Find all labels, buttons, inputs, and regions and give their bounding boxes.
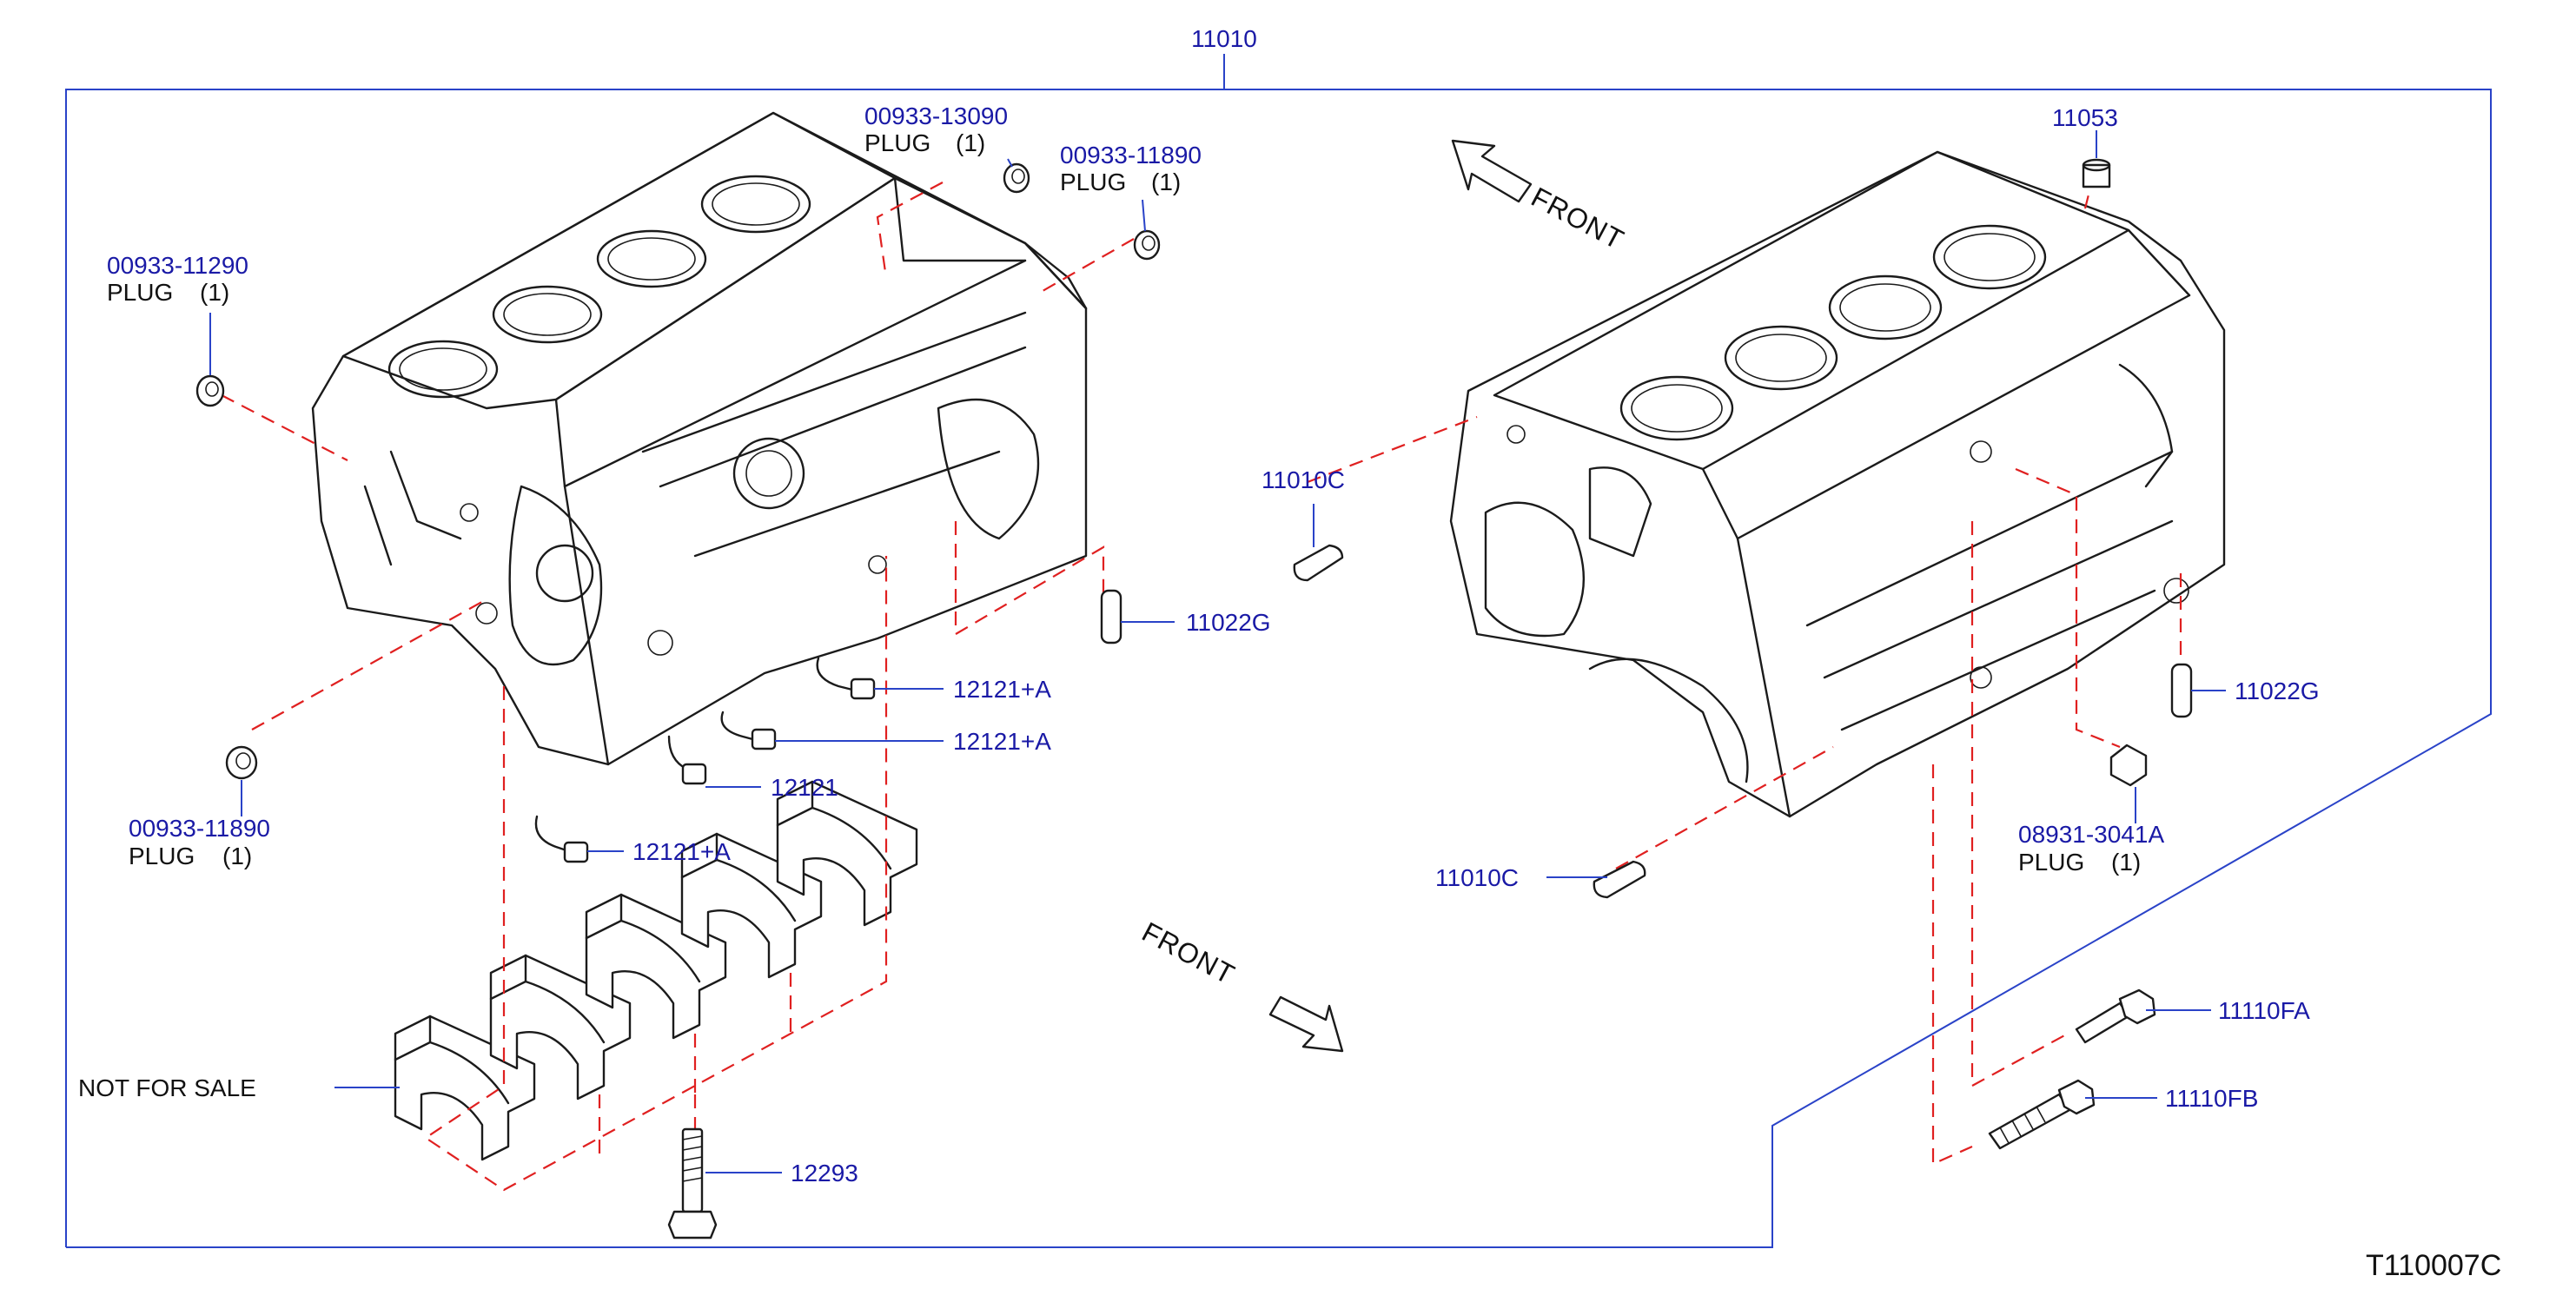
callout-plug-11890-top-qty: (1): [1151, 169, 1181, 195]
callout-11053[interactable]: 11053: [2052, 104, 2118, 131]
dowel-pin-11010c-lower: [1593, 860, 1646, 899]
callout-plug-3041a-part[interactable]: 08931-3041A: [2018, 821, 2164, 848]
callout-plug-11290-part[interactable]: 00933-11290: [107, 252, 248, 279]
drawing-id: T110007C: [2366, 1249, 2501, 1282]
plug-icon-11890-top: [1133, 229, 1161, 261]
plug-icon-13090: [1003, 162, 1030, 194]
callout-11010c-upper[interactable]: 11010C: [1262, 466, 1345, 493]
assembly-lines: [221, 173, 2182, 1192]
main-bearing-caps: [394, 780, 918, 1161]
plug-icon-3041a: [2109, 744, 2148, 787]
callout-11010c-lower[interactable]: 11010C: [1435, 864, 1519, 891]
callout-12121a-3[interactable]: 12121+A: [632, 838, 731, 865]
sleeve-11022g-left: [1100, 589, 1122, 644]
not-for-sale-label: NOT FOR SALE: [78, 1074, 256, 1101]
callout-plug-11890-top-part[interactable]: 00933-11890: [1060, 142, 1202, 169]
front-label-bottom: FRONT: [1137, 916, 1241, 990]
callout-plug-13090-part[interactable]: 00933-13090: [864, 102, 1008, 129]
oil-jet-4: [534, 815, 589, 863]
oil-jet-3: [667, 735, 707, 785]
callout-11110fa[interactable]: 11110FA: [2218, 997, 2310, 1024]
bolt-11110fb: [1988, 1079, 2096, 1150]
callout-plug-11890-bottom-qty: (1): [222, 843, 252, 869]
plug-icon-11890-bottom: [225, 745, 258, 780]
callout-plug-13090-desc: PLUG: [864, 129, 930, 156]
assembly-frame: [65, 89, 2492, 1248]
plug-icon-11053: [2082, 158, 2111, 188]
callout-plug-3041a-qty: (1): [2111, 849, 2141, 876]
callout-11110fb[interactable]: 11110FB: [2165, 1085, 2258, 1112]
callout-12121a-1[interactable]: 12121+A: [953, 676, 1051, 703]
bolt-11110fa: [2075, 988, 2156, 1044]
callout-11022g-left[interactable]: 11022G: [1186, 609, 1271, 636]
bolt-12293: [667, 1127, 718, 1239]
callout-plug-11890-bottom-desc: PLUG: [129, 843, 195, 869]
left-engine-block: [311, 111, 1088, 766]
oil-jet-1: [816, 657, 876, 700]
plug-icon-11290: [195, 374, 225, 407]
callout-11022g-right[interactable]: 11022G: [2235, 678, 2320, 704]
sleeve-11022g-right: [2170, 663, 2193, 718]
leaders: [209, 130, 2226, 1173]
callout-plug-11890-top-desc: PLUG: [1060, 169, 1126, 195]
main-part-number[interactable]: 11010: [1191, 25, 1257, 52]
callout-plug-11290-qty: (1): [200, 279, 229, 306]
callout-12121a-2[interactable]: 12121+A: [953, 728, 1051, 755]
front-arrow-top: FRONT: [1451, 139, 1630, 255]
callout-plug-11890-bottom-part[interactable]: 00933-11890: [129, 815, 270, 842]
dowel-pin-11010c-upper: [1293, 544, 1344, 582]
callout-plug-11290-desc: PLUG: [107, 279, 173, 306]
small-parts: [195, 158, 2193, 1239]
bearing-cap-5: [776, 780, 918, 927]
callout-labels: 00933-13090 PLUG (1) 00933-11890 PLUG (1…: [78, 102, 2501, 1282]
callout-plug-13090-qty: (1): [956, 129, 985, 156]
callout-12293[interactable]: 12293: [791, 1160, 858, 1187]
callout-12121[interactable]: 12121: [771, 774, 838, 801]
callout-plug-3041a-desc: PLUG: [2018, 849, 2084, 876]
front-label-top: FRONT: [1526, 181, 1630, 255]
oil-jet-2: [720, 711, 777, 750]
right-engine-block: [1449, 150, 2226, 818]
front-arrow-bottom: FRONT: [1137, 916, 1344, 1053]
